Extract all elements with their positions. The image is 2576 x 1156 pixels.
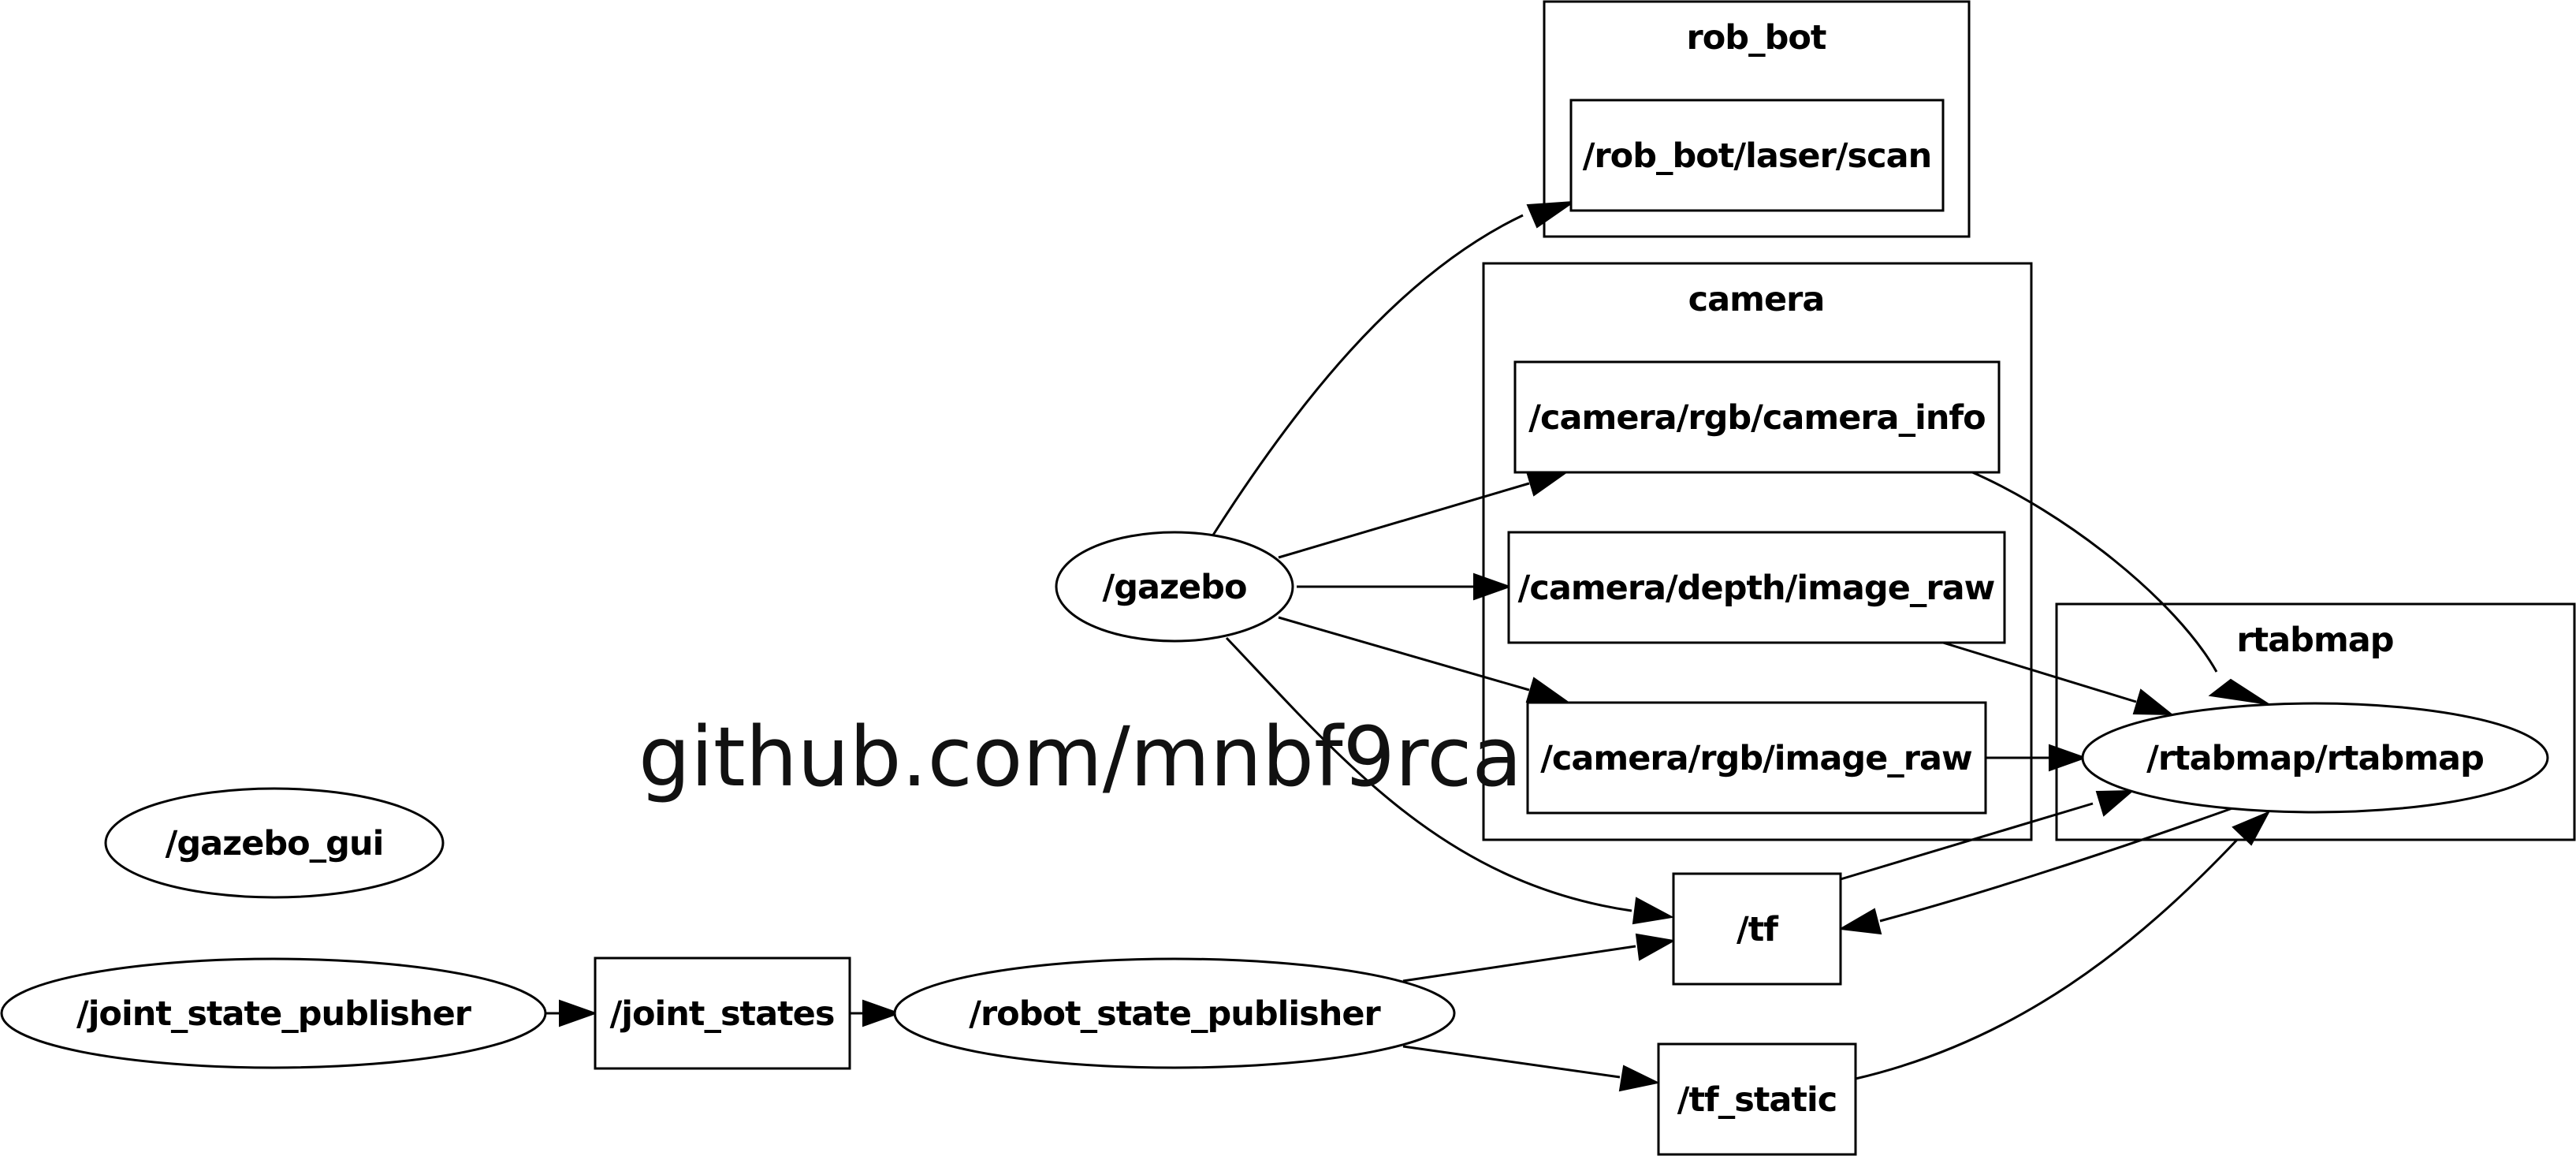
edge-tf-rtabmap xyxy=(1840,802,2094,881)
node-label: /joint_states xyxy=(610,994,835,1034)
arrowhead-rgb-image-rtabmap xyxy=(2049,744,2087,772)
node-tf[interactable]: /tf xyxy=(1672,872,1842,986)
node-gazebo[interactable]: /gazebo xyxy=(1055,531,1294,643)
node-label: /joint_state_publisher xyxy=(76,994,472,1034)
edge-rtabmap-tf xyxy=(1879,807,2233,923)
node-joint-states[interactable]: /joint_states xyxy=(594,956,851,1070)
node-laser-scan[interactable]: /rob_bot/laser/scan xyxy=(1569,99,1945,212)
arrowhead-rtabmap-tf xyxy=(1837,908,1882,935)
edge-depth-image-rtabmap xyxy=(1942,641,2137,703)
watermark-text: github.com/mnbf9rca xyxy=(638,709,1522,805)
node-label: /gazebo_gui xyxy=(166,824,384,863)
node-depth-image-raw[interactable]: /camera/depth/image_raw xyxy=(1507,531,2006,644)
node-label: /camera/depth/image_raw xyxy=(1518,569,1995,608)
arrowhead-tf-rtabmap xyxy=(2095,789,2135,817)
edge-gazebo-camera-info xyxy=(1278,482,1530,559)
edge-rsp-tf-static xyxy=(1402,1045,1621,1079)
edge-tf-static-rtabmap xyxy=(1855,838,2239,1080)
arrowhead-depth-image-rtabmap xyxy=(2132,688,2174,716)
arrowhead-laser-scan xyxy=(1526,200,1576,229)
arrowhead-camera-info-rtabmap xyxy=(2208,678,2269,705)
node-label: /robot_state_publisher xyxy=(969,994,1381,1034)
node-rtabmap[interactable]: /rtabmap/rtabmap xyxy=(2081,702,2549,814)
arrowhead-rsp xyxy=(862,999,901,1027)
edge-gazebo-rgb-image xyxy=(1278,616,1530,692)
cluster-label-rob-bot: rob_bot xyxy=(1687,18,1826,58)
node-rgb-image-raw[interactable]: /camera/rgb/image_raw xyxy=(1526,701,1987,815)
arrowhead-joint-states xyxy=(559,999,597,1027)
node-label: /camera/rgb/image_raw xyxy=(1540,739,1972,778)
arrowhead-tf-static xyxy=(1618,1065,1661,1092)
node-label: /gazebo xyxy=(1102,568,1246,607)
arrowhead-tf-static-rtabmap xyxy=(2232,810,2271,846)
cluster-label-camera: camera xyxy=(1688,280,1825,319)
node-tf-static[interactable]: /tf_static xyxy=(1657,1042,1857,1156)
edge-camera-info-rtabmap xyxy=(1970,470,2218,673)
node-gazebo-gui[interactable]: /gazebo_gui xyxy=(104,787,445,899)
node-joint-state-publisher[interactable]: /joint_state_publisher xyxy=(0,957,547,1069)
node-label: /rtabmap/rtabmap xyxy=(2146,739,2484,778)
cluster-label-rtabmap: rtabmap xyxy=(2236,621,2393,660)
edges xyxy=(546,200,2271,1092)
node-label: /tf xyxy=(1737,910,1779,949)
node-label: /camera/rgb/camera_info xyxy=(1528,398,1985,438)
node-robot-state-publisher[interactable]: /robot_state_publisher xyxy=(893,957,1456,1069)
arrowhead-depth-image xyxy=(1473,572,1512,601)
arrowhead-rsp-tf xyxy=(1635,933,1676,961)
node-label: /rob_bot/laser/scan xyxy=(1583,136,1931,176)
edge-gazebo-laser-scan xyxy=(1211,214,1524,537)
node-camera-info[interactable]: /camera/rgb/camera_info xyxy=(1513,360,2001,474)
edge-gazebo-tf xyxy=(1225,636,1632,912)
node-label: /tf_static xyxy=(1677,1080,1837,1120)
edge-rsp-tf xyxy=(1402,945,1636,983)
arrowhead-gazebo-tf xyxy=(1632,897,1675,925)
